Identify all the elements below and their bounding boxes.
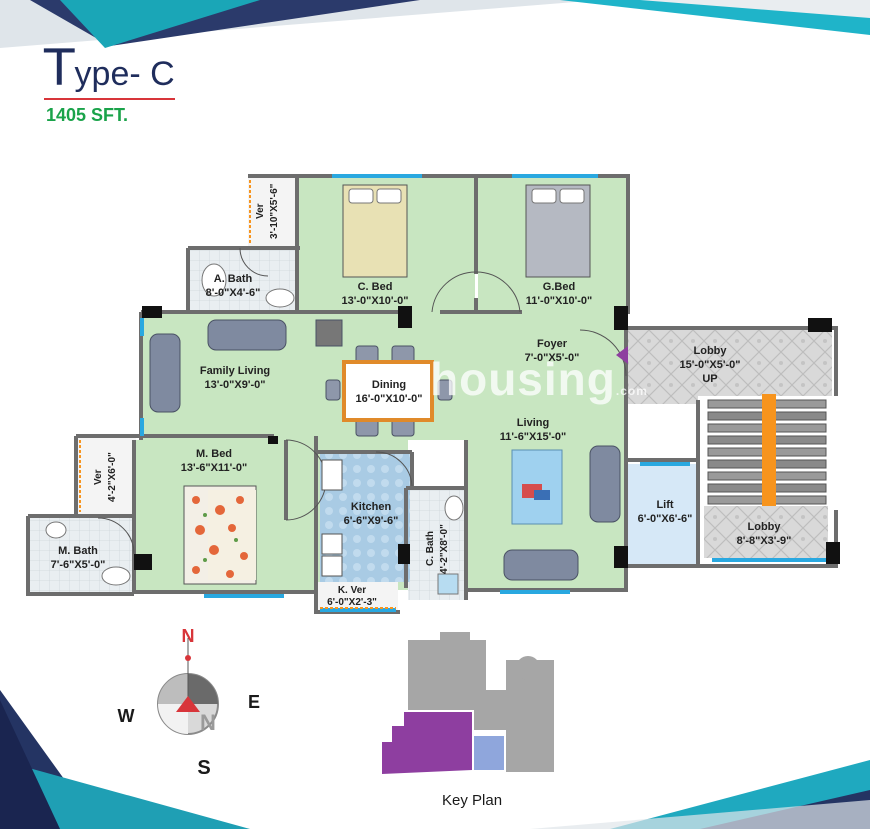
- room-c-bed-name: C. Bed: [357, 281, 393, 293]
- room-lobby-bottom: Lobby 8'-8"X3'-9": [728, 520, 800, 548]
- room-c-bath-size: 4'-2"X8'-0": [439, 524, 450, 574]
- room-c-bed: C. Bed 13'-0"X10'-0": [340, 280, 410, 308]
- room-m-bath-name: M. Bath: [58, 545, 98, 557]
- room-ver-left-size: 4'-2"X6'-0": [107, 452, 118, 502]
- room-g-bed-size: 11'-0"X10'-0": [525, 295, 593, 307]
- area-label: 1405 SFT.: [46, 105, 129, 125]
- room-c-bath: C. Bath 4'-2"X8'-0": [424, 516, 452, 582]
- room-ver-left: Ver 4'-2"X6'-0": [92, 446, 120, 508]
- room-foyer: Foyer 7'-0"X5'-0": [516, 337, 588, 365]
- watermark-suffix: .com: [615, 384, 648, 398]
- room-m-bed-name: M. Bed: [195, 448, 233, 460]
- room-k-ver: K. Ver 6'-0"X2'-3": [316, 585, 388, 609]
- room-family-living-name: Family Living: [199, 365, 271, 377]
- kitchen-fixtures: [321, 459, 343, 577]
- columns: [134, 306, 840, 570]
- room-living-size: 11'-6"X15'-0": [499, 431, 567, 443]
- key-plan: [382, 632, 554, 774]
- room-lobby-bottom-size: 8'-8"X3'-9": [736, 535, 792, 547]
- room-a-bath-size: 8'-0"X4'-6": [205, 287, 261, 299]
- watermark: housing.com: [430, 352, 648, 406]
- windows: [140, 174, 826, 612]
- g-bed-furniture: [525, 184, 591, 278]
- room-ver-left-name: Ver: [93, 469, 104, 485]
- compass-west: W: [118, 706, 135, 726]
- c-bed-furniture: [342, 184, 408, 278]
- room-lobby-bottom-name: Lobby: [747, 521, 781, 533]
- watermark-text: housing: [430, 353, 616, 405]
- plan-type-letter: T: [44, 39, 75, 97]
- dining-set: [325, 345, 453, 437]
- room-foyer-size: 7'-0"X5'-0": [524, 352, 580, 364]
- room-lift: Lift 6'-0"X6'-6": [630, 498, 700, 526]
- room-lobby-top-size: 15'-0"X5'-0": [679, 359, 741, 371]
- room-c-bed-size: 13'-0"X10'-0": [341, 295, 409, 307]
- room-lobby-top: Lobby 15'-0"X5'-0" UP: [668, 344, 752, 386]
- room-g-bed: G.Bed 11'-0"X10'-0": [524, 280, 594, 308]
- room-lift-name: Lift: [656, 499, 674, 511]
- room-lift-size: 6'-0"X6'-6": [637, 513, 693, 525]
- room-family-living: Family Living 13'-0"X9'-0": [190, 364, 280, 392]
- stair-up-label: UP: [702, 373, 718, 385]
- room-living-name: Living: [516, 417, 550, 429]
- room-family-living-size: 13'-0"X9'-0": [204, 379, 266, 391]
- room-lobby-top-name: Lobby: [693, 345, 727, 357]
- room-kitchen: Kitchen 6'-6"X9'-6": [336, 500, 406, 528]
- plan-type-title: Type- C: [44, 40, 175, 102]
- room-ver-top: Ver 3'-10"X5'-6": [254, 180, 282, 242]
- living-furniture: [503, 445, 621, 581]
- room-m-bed: M. Bed 13'-6"X11'-0": [176, 447, 252, 475]
- room-dining-name: Dining: [371, 379, 407, 391]
- compass-center-n: N: [200, 710, 216, 735]
- title-underline: [44, 98, 175, 100]
- room-kitchen-name: Kitchen: [350, 501, 392, 513]
- bath-fixtures: [45, 263, 464, 595]
- room-ver-top-name: Ver: [255, 203, 266, 219]
- room-ver-top-size: 3'-10"X5'-6": [269, 183, 280, 239]
- entry-arrow: [616, 346, 628, 364]
- compass-rose: N S E W N: [118, 626, 261, 778]
- room-m-bed-size: 13'-6"X11'-0": [180, 462, 248, 474]
- room-g-bed-name: G.Bed: [542, 281, 576, 293]
- veranda-rails: [79, 180, 396, 609]
- room-kitchen-size: 6'-6"X9'-6": [343, 515, 399, 527]
- room-a-bath: A. Bath 8'-0"X4'-6": [196, 272, 270, 300]
- plan-type-rest: ype- C: [74, 55, 175, 93]
- key-plan-label: Key Plan: [442, 792, 503, 809]
- room-foyer-name: Foyer: [537, 338, 567, 350]
- compass-north: N: [182, 626, 195, 646]
- room-c-bath-name: C. Bath: [425, 531, 436, 567]
- room-k-ver-size: 6'-0"X2'-3": [327, 597, 377, 608]
- room-m-bath: M. Bath 7'-6"X5'-0": [42, 544, 114, 572]
- room-k-ver-name: K. Ver: [337, 585, 367, 596]
- room-living: Living 11'-6"X15'-0": [492, 416, 574, 444]
- room-a-bath-name: A. Bath: [213, 273, 253, 285]
- compass-east: E: [248, 692, 260, 712]
- family-sofas: [149, 319, 343, 413]
- room-dining: Dining 16'-0"X10'-0": [350, 378, 428, 406]
- room-m-bath-size: 7'-6"X5'-0": [50, 559, 106, 571]
- compass-south: S: [197, 757, 210, 778]
- room-dining-size: 16'-0"X10'-0": [355, 393, 423, 405]
- m-bed-furniture: [183, 485, 257, 585]
